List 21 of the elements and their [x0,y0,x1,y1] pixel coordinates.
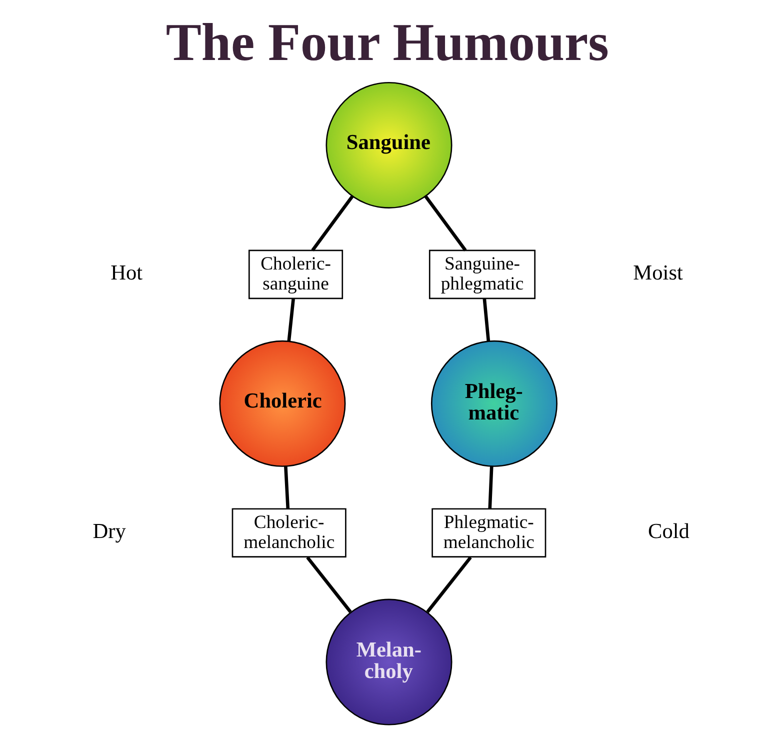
diagram-title: The Four Humours [166,12,609,72]
node-circle: Melan- choly [326,598,452,726]
connector [284,466,290,509]
connector [488,466,494,509]
label: Moist [633,260,683,284]
connector [426,556,472,613]
node-box: Sanguine- phlegmatic [428,250,536,300]
node-circle: Phleg- matic [430,340,558,467]
node-box: Choleric- sanguine [248,250,344,300]
node-circle: Choleric [219,340,346,467]
node-box: Phlegmatic- melancholic [432,508,546,558]
node-circle: Sanguine [326,82,452,208]
connector [287,298,295,342]
connector [311,195,354,252]
connector [306,556,352,613]
label: Cold [648,518,690,543]
label: Dry [92,518,126,543]
connector [424,195,467,252]
connector [482,298,490,342]
node-box: Choleric- melancholic [232,508,346,558]
label: Hot [110,260,143,284]
